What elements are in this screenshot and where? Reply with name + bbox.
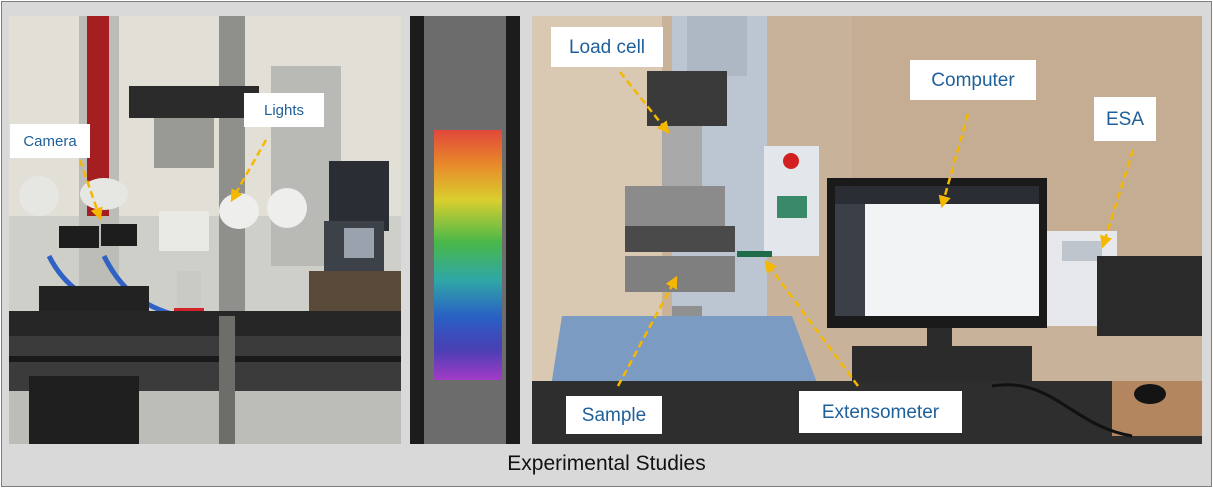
load-cell-label: Load cell <box>551 27 663 67</box>
photo-camera-setup <box>9 16 401 444</box>
photo-speckle-sample <box>410 16 520 444</box>
figure-caption: Experimental Studies <box>507 452 706 475</box>
sample-label: Sample <box>566 396 662 434</box>
esa-label: ESA <box>1094 97 1156 141</box>
photo-tensile-machine <box>532 16 1202 444</box>
camera-label: Camera <box>10 124 90 158</box>
computer-label: Computer <box>910 60 1036 100</box>
lights-label: Lights <box>244 93 324 127</box>
extensometer-label: Extensometer <box>799 391 962 433</box>
